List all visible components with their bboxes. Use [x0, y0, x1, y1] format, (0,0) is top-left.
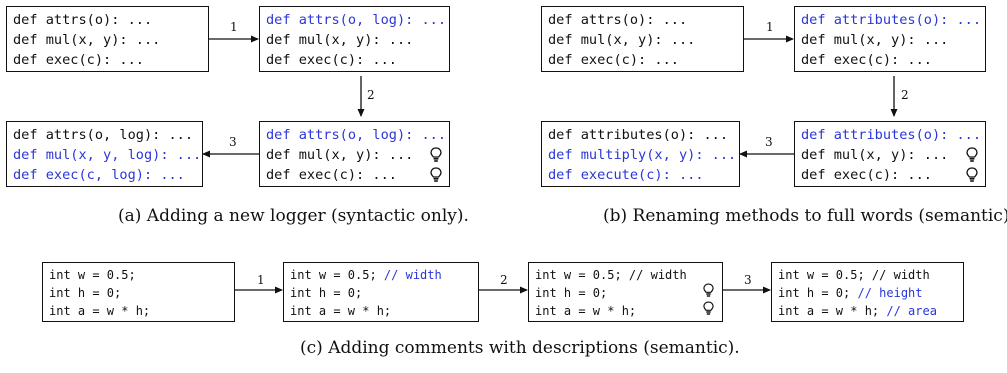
code-line: int w = 0.5; // width [535, 268, 687, 282]
code-line: def mul(x, y): ... [801, 147, 949, 163]
code-line-changed: def mul(x, y, log): ... [13, 147, 202, 163]
code-line: def exec(c): ... [13, 52, 144, 68]
lightbulb-icon [703, 283, 714, 297]
step-label-b-2: 2 [901, 88, 909, 102]
code-line: int a = w * h; // area [778, 302, 963, 320]
code-box-c-2: int w = 0.5; // width int h = 0; int a =… [283, 262, 479, 322]
step-label-a-3: 3 [229, 135, 237, 149]
code-line-changed: def attrs(o, log): ... [266, 127, 447, 143]
code-line: int w = 0.5; // width [290, 266, 478, 284]
code-line: def exec(c): ... [801, 52, 932, 68]
code-box-a-3: def attrs(o, log): ... def mul(x, y): ..… [259, 121, 450, 187]
code-line: def attrs(o): ... [548, 12, 688, 28]
code-line: def attrs(o, log): ... [13, 127, 194, 143]
code-text: int a = w * h; // area [778, 304, 937, 318]
code-line: def exec(c): ... [801, 167, 932, 183]
lightbulb-icon [966, 167, 978, 182]
code-line: def mul(x, y): ... [548, 32, 696, 48]
code-text: int w = 0.5; // width [290, 268, 442, 282]
lightbulb-icon [966, 147, 978, 162]
step-label-c-3: 3 [744, 273, 752, 287]
code-box-c-1: int w = 0.5; int h = 0; int a = w * h; [42, 262, 235, 322]
code-line-changed: def multiply(x, y): ... [548, 147, 737, 163]
step-label-b-3: 3 [765, 135, 773, 149]
step-label-b-1: 1 [766, 20, 774, 34]
code-comment: // width [383, 268, 442, 282]
code-box-a-1: def attrs(o): ... def mul(x, y): ... def… [6, 6, 209, 72]
code-line-changed: def exec(c, log): ... [13, 167, 185, 183]
code-line: def attributes(o): ... [548, 127, 729, 143]
step-label-c-1: 1 [257, 273, 265, 287]
code-line: int h = 0; [49, 286, 122, 300]
code-line: int h = 0; [290, 286, 363, 300]
lightbulb-icon [703, 301, 714, 315]
lightbulb-icon [430, 167, 442, 182]
code-line: def mul(x, y): ... [266, 32, 414, 48]
code-box-a-4: def attrs(o, log): ... def mul(x, y, log… [6, 121, 203, 187]
code-line: int h = 0; [535, 286, 608, 300]
code-line-changed: def attributes(o): ... [801, 127, 982, 143]
caption-a: (a) Adding a new logger (syntactic only)… [118, 206, 469, 226]
step-label-a-1: 1 [230, 20, 238, 34]
code-box-b-1: def attrs(o): ... def mul(x, y): ... def… [541, 6, 744, 72]
code-box-b-2: def attributes(o): ... def mul(x, y): ..… [794, 6, 986, 72]
code-line-changed: def attrs(o, log): ... [266, 12, 447, 28]
code-box-b-3: def attributes(o): ... def mul(x, y): ..… [794, 121, 986, 187]
code-line: def attrs(o): ... [13, 12, 153, 28]
caption-c: (c) Adding comments with descriptions (s… [300, 338, 740, 358]
code-line: int h = 0; // height [778, 284, 963, 302]
code-line: int w = 0.5; // width [778, 268, 930, 282]
code-box-c-3: int w = 0.5; // width int h = 0; int a =… [528, 262, 723, 322]
code-line: int a = w * h; [49, 304, 151, 318]
code-line: def mul(x, y): ... [801, 32, 949, 48]
code-line-changed: def execute(c): ... [548, 167, 704, 183]
code-box-b-4: def attributes(o): ... def multiply(x, y… [541, 121, 740, 187]
code-line: def exec(c): ... [548, 52, 679, 68]
code-box-c-4: int w = 0.5; // width int h = 0; // heig… [771, 262, 964, 322]
code-line: def exec(c): ... [266, 167, 397, 183]
code-line: def mul(x, y): ... [266, 147, 414, 163]
code-text: int h = 0; // height [778, 286, 923, 300]
code-comment: // area [886, 304, 937, 318]
caption-b: (b) Renaming methods to full words (sema… [603, 206, 1007, 226]
step-label-c-2: 2 [500, 273, 508, 287]
code-line: int a = w * h; [535, 304, 637, 318]
code-comment: // height [857, 286, 923, 300]
code-line-changed: def attributes(o): ... [801, 12, 982, 28]
code-line: int w = 0.5; [49, 268, 136, 282]
code-line: def exec(c): ... [266, 52, 397, 68]
code-box-a-2: def attrs(o, log): ... def mul(x, y): ..… [259, 6, 450, 72]
step-label-a-2: 2 [367, 88, 375, 102]
lightbulb-icon [430, 147, 442, 162]
code-line: int a = w * h; [290, 304, 392, 318]
code-line: def mul(x, y): ... [13, 32, 161, 48]
